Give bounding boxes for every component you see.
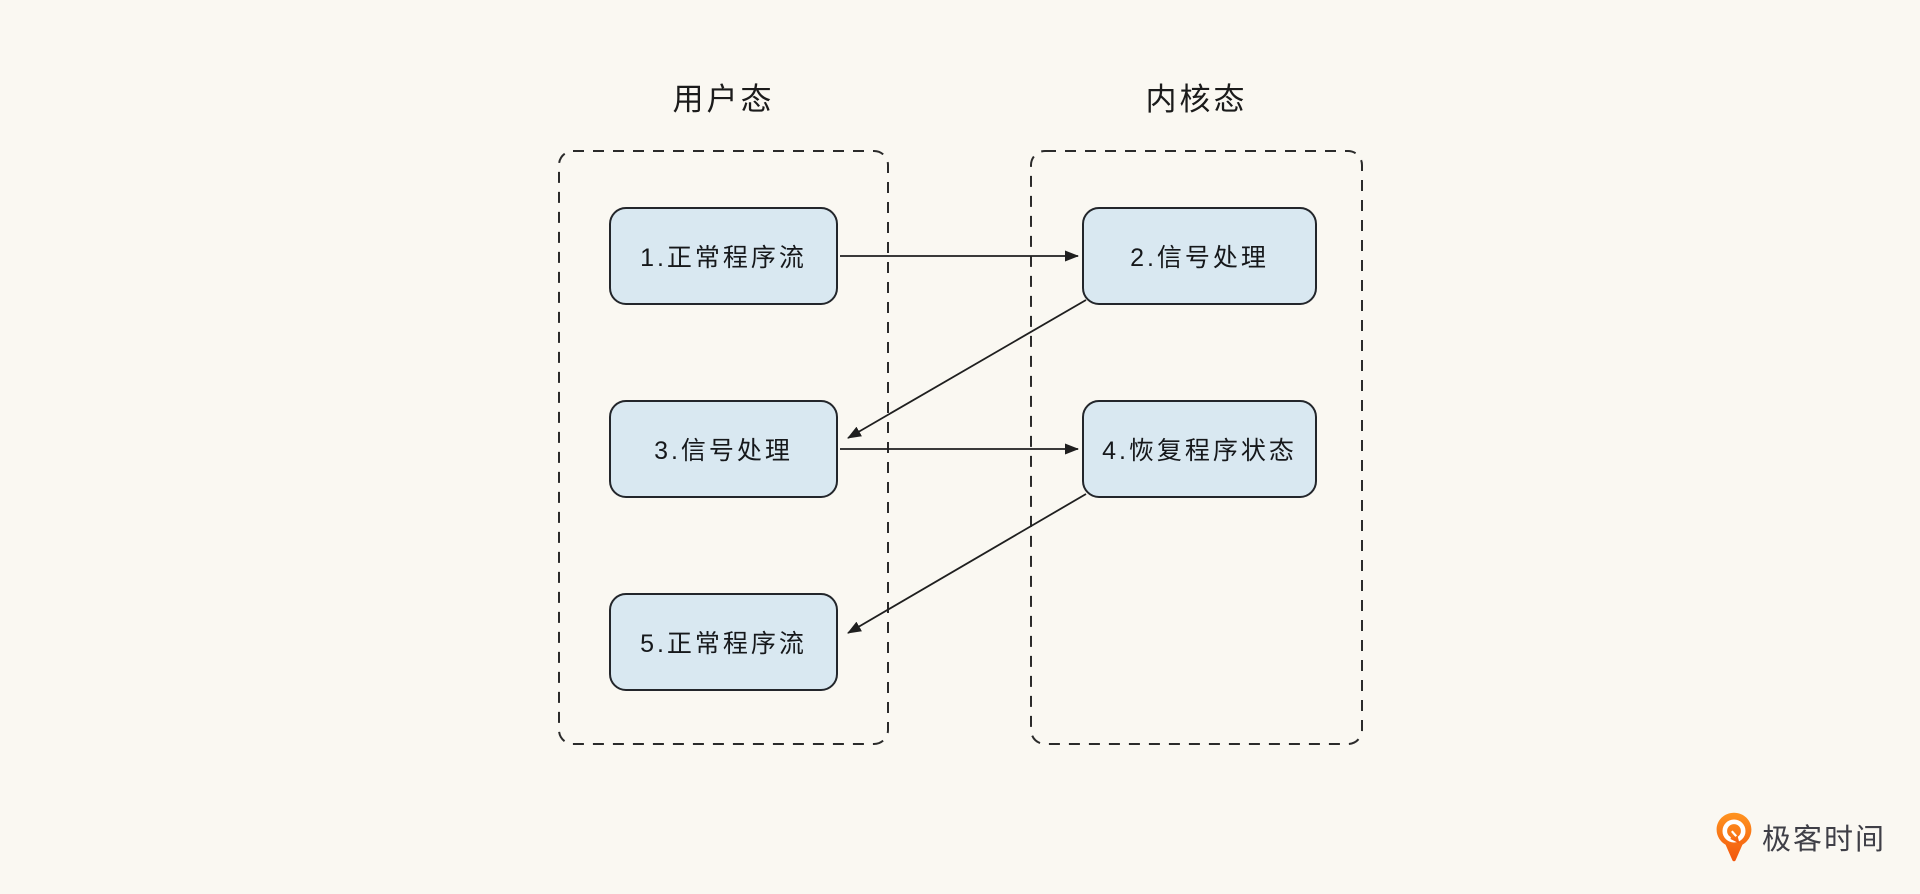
node-restore-state-4: 4.恢复程序状态 xyxy=(1082,400,1317,498)
edge-4-to-5 xyxy=(847,493,1087,634)
user-mode-title: 用户态 xyxy=(672,82,775,117)
kernel-mode-frame xyxy=(1030,150,1363,745)
node-normal-flow-5: 5.正常程序流 xyxy=(609,593,838,691)
edge-2-to-3 xyxy=(847,299,1087,439)
user-mode-frame xyxy=(558,150,889,745)
geektime-watermark: 极客时间 xyxy=(1716,812,1886,862)
node-signal-handling-3: 3.信号处理 xyxy=(609,400,838,498)
node-normal-flow-1: 1.正常程序流 xyxy=(609,207,838,305)
geektime-logo-icon xyxy=(1716,812,1752,862)
kernel-mode-title: 内核态 xyxy=(1145,82,1248,117)
node-signal-handling-2: 2.信号处理 xyxy=(1082,207,1317,305)
geektime-brand-text: 极客时间 xyxy=(1762,824,1887,856)
